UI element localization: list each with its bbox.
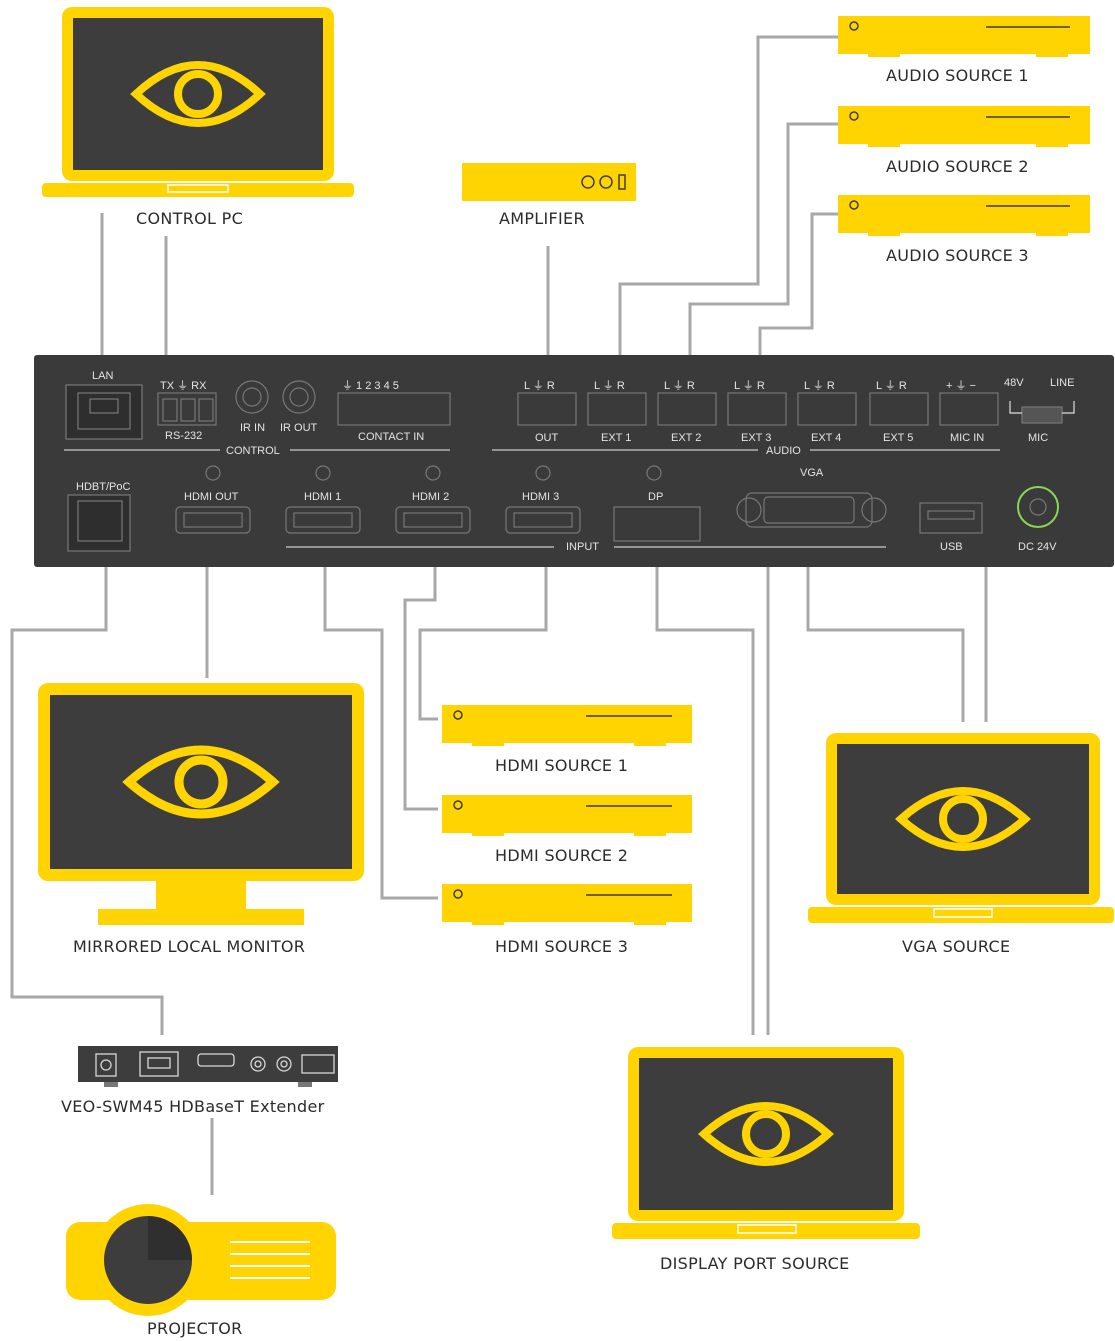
ext3-lgr-label: L ⏚ R (734, 380, 765, 392)
projector-device (66, 1204, 336, 1316)
eye-icon (130, 61, 266, 127)
contact-pins-label: ⏚ 1 2 3 4 5 (342, 380, 399, 392)
ext1-lgr-label: L ⏚ R (594, 380, 625, 392)
out-lgr-label: L ⏚ R (524, 380, 555, 392)
cable-audio-1 (618, 35, 838, 398)
ext1-label: EXT 1 (601, 432, 632, 444)
extender-label: VEO-SWM45 HDBaseT Extender (61, 1097, 325, 1116)
hdmi-source-3-label: HDMI SOURCE 3 (495, 937, 629, 956)
vga-source-label: VGA SOURCE (902, 937, 1011, 956)
control-pc-laptop (42, 7, 354, 197)
cable-hdbt (10, 538, 164, 1035)
audio-source-2-label: AUDIO SOURCE 2 (886, 157, 1029, 176)
eye-icon (122, 745, 280, 819)
hdmi1-label: HDMI 1 (304, 491, 342, 503)
hdmi-source-2-device (442, 795, 692, 836)
panel-graphics (64, 380, 1075, 552)
dc-24v-label: DC 24V (1018, 541, 1057, 553)
cable-hdmi-1 (323, 527, 438, 900)
cable-dp (655, 527, 755, 1035)
hdmi-source-1-device (442, 705, 692, 746)
mic-label: MIC (1028, 432, 1049, 444)
rs232-label: RS-232 (165, 430, 203, 442)
ext2-lgr-label: L ⏚ R (664, 380, 695, 392)
audio-source-1-device (838, 16, 1090, 57)
ext4-label: EXT 4 (811, 432, 842, 444)
cable-audio-3 (758, 212, 838, 398)
projector-label: PROJECTOR (147, 1319, 243, 1338)
mic-pins-label: + ⏚ − (946, 380, 976, 392)
ext3-label: EXT 3 (741, 432, 772, 444)
amplifier-label: AMPLIFIER (499, 209, 585, 228)
vga-label: VGA (800, 467, 824, 479)
hdmi-source-1-label: HDMI SOURCE 1 (495, 756, 629, 775)
contact-in-label: CONTACT IN (358, 431, 425, 443)
audio-source-3-label: AUDIO SOURCE 3 (886, 246, 1029, 265)
hdmi-source-3-device (442, 884, 692, 925)
input-group-label: INPUT (566, 541, 599, 553)
cable-hdmi-2 (403, 527, 438, 811)
mirrored-monitor-label: MIRRORED LOCAL MONITOR (73, 937, 306, 956)
hdbaset-extender (78, 1046, 338, 1087)
control-pc-label: CONTROL PC (136, 209, 244, 228)
ir-in-label: IR IN (240, 422, 266, 434)
48v-label: 48V (1004, 377, 1024, 389)
cable-vga (806, 512, 965, 722)
mirrored-monitor (38, 683, 364, 925)
mic-in-label: MIC IN (950, 432, 985, 444)
out-label: OUT (535, 432, 559, 444)
hdmi3-label: HDMI 3 (522, 491, 560, 503)
usb-label: USB (940, 541, 963, 553)
audio-source-2-device (838, 106, 1090, 147)
display-port-source-laptop (612, 1047, 920, 1239)
display-port-source-label: DISPLAY PORT SOURCE (660, 1254, 850, 1273)
switcher-back-panel: LAN TX ⏚ RX RS-232 IR IN IR OUT ⏚ 1 2 3 … (34, 355, 1114, 567)
line-label: LINE (1050, 377, 1075, 389)
ir-out-label: IR OUT (280, 422, 318, 434)
hdmi-out-label: HDMI OUT (184, 491, 239, 503)
ext5-lgr-label: L ⏚ R (876, 380, 907, 392)
eye-icon (895, 787, 1031, 851)
amplifier-device (462, 163, 636, 201)
hdmi2-label: HDMI 2 (412, 491, 450, 503)
cable-hdmi-3 (418, 527, 548, 721)
dp-label: DP (648, 491, 664, 503)
eye-icon (698, 1102, 834, 1166)
lan-label: LAN (92, 370, 114, 382)
ext5-label: EXT 5 (883, 432, 914, 444)
control-group-label: CONTROL (226, 445, 280, 457)
audio-source-1-label: AUDIO SOURCE 1 (886, 66, 1029, 85)
hdbt-label: HDBT/PoC (76, 481, 131, 493)
cable-audio-2 (688, 122, 838, 398)
rs232-pins-label: TX ⏚ RX (160, 380, 207, 392)
audio-group-label: AUDIO (766, 445, 801, 457)
audio-source-3-device (838, 195, 1090, 236)
ext2-label: EXT 2 (671, 432, 702, 444)
hdmi-source-2-label: HDMI SOURCE 2 (495, 846, 629, 865)
ext4-lgr-label: L ⏚ R (804, 380, 835, 392)
vga-source-laptop (808, 733, 1114, 923)
